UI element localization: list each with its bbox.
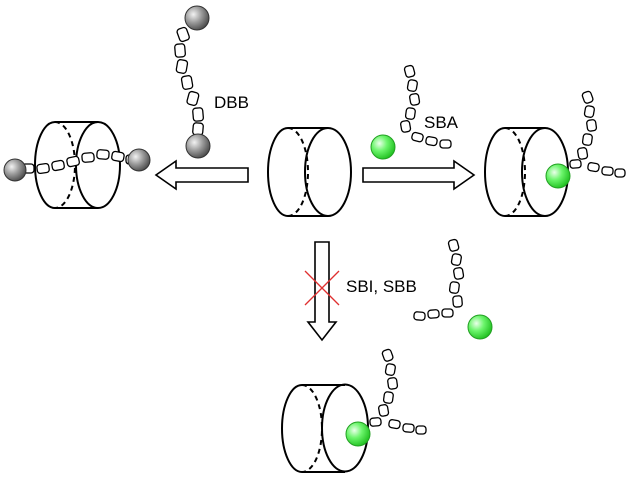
blocked-cross-icon <box>304 270 340 306</box>
green-ball-icon <box>370 134 396 160</box>
grey-ball-icon <box>185 133 211 159</box>
green-ball-icon <box>345 421 371 447</box>
dbb-molecule <box>174 5 211 159</box>
green-ball-icon <box>467 314 493 340</box>
rotaxane-sbb <box>281 348 427 473</box>
rotaxane-dbb <box>3 121 151 209</box>
grey-ball-icon <box>3 158 27 182</box>
label-sbi-sbb: SBI, SBB <box>346 277 417 296</box>
label-sba: SBA <box>424 113 459 132</box>
label-dbb: DBB <box>214 93 249 112</box>
grey-ball-icon <box>127 148 151 172</box>
sba-molecule <box>370 64 452 160</box>
arrow-right <box>362 159 476 191</box>
grey-ball-icon <box>184 5 210 31</box>
arrow-down <box>306 241 338 342</box>
rotaxane-sba <box>484 90 626 217</box>
green-ball-icon <box>545 163 571 189</box>
arrow-left <box>154 159 249 191</box>
sbb-molecule <box>413 238 493 340</box>
wheel-center <box>267 127 352 217</box>
